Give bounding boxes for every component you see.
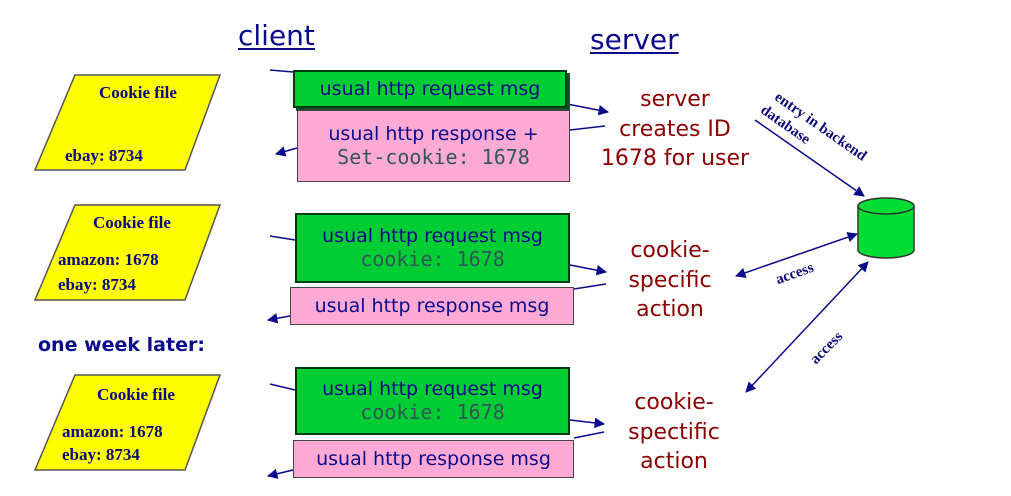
request-arrow-3: [569, 417, 606, 429]
response-box-1-line2: Set-cookie: 1678: [337, 145, 530, 170]
one-week-later-label: one week later:: [38, 334, 205, 356]
response-arrow-3: [266, 468, 294, 479]
response-line-1-in: [569, 125, 606, 131]
request-box-3-line2: cookie: 1678: [360, 400, 505, 425]
response-box-1: usual http response + Set-cookie: 1678: [297, 110, 570, 182]
cookie-file-shape-1: [33, 74, 222, 171]
response-line-3-in: [573, 431, 605, 439]
request-box-1-line1: usual http request msg: [319, 77, 541, 100]
server-action-3-line2: spectific: [628, 419, 720, 445]
database-cylinder-icon: [857, 197, 915, 259]
cookie-file-shape-3: [33, 374, 222, 471]
server-action-1-line1: server: [640, 87, 710, 112]
request-box-2: usual http request msg cookie: 1678: [295, 213, 570, 283]
request-box-1: usual http request msg: [293, 70, 567, 108]
client-header: client: [238, 19, 315, 52]
response-box-1-line1: usual http response +: [328, 122, 539, 145]
cookie-file-3-entry-2: ebay: 8734: [62, 445, 140, 464]
cookie-file-1-title: Cookie file: [99, 83, 177, 102]
cookie-file-2-entry-1: amazon: 1678: [58, 250, 159, 269]
cookie-file-2-entry-2: ebay: 8734: [58, 275, 136, 294]
cookie-file-3-title: Cookie file: [97, 385, 175, 404]
cookie-file-shape-2: [33, 204, 222, 301]
server-action-2-line2: specific: [628, 267, 712, 293]
server-action-2-line3: action: [636, 297, 704, 323]
response-box-2: usual http response msg: [290, 287, 574, 325]
server-action-2: cookie- specific action: [610, 236, 730, 325]
server-action-2-line1: cookie-: [630, 238, 710, 263]
server-action-1-line3: 1678 for user: [600, 146, 750, 172]
request-box-2-line1: usual http request msg: [322, 224, 543, 247]
db-access-arrow-2: [745, 261, 869, 393]
cookie-file-3-entry-1: amazon: 1678: [62, 422, 163, 441]
request-box-3: usual http request msg cookie: 1678: [295, 367, 570, 435]
request-line-3-in: [269, 383, 296, 391]
cookie-file-1-entry: ebay: 8734: [65, 146, 143, 165]
db-entry-arrow: [754, 119, 865, 197]
server-action-3-line3: action: [640, 449, 708, 475]
server-action-3-line1: cookie-: [634, 390, 714, 415]
request-line-1-in: [269, 69, 294, 73]
response-arrow-2: [266, 313, 291, 324]
response-arrow-1: [274, 146, 298, 157]
cookie-file-2-title: Cookie file: [93, 213, 171, 232]
response-box-3: usual http response msg: [293, 440, 574, 478]
server-action-1-line2: creates ID: [619, 116, 731, 142]
server-action-1: server creates ID 1678 for user: [590, 85, 760, 174]
request-box-3-line1: usual http request msg: [322, 377, 543, 400]
request-line-2-in: [269, 235, 296, 241]
request-box-2-line2: cookie: 1678: [360, 247, 505, 272]
response-line-2-in: [573, 283, 607, 290]
response-box-3-line1: usual http response msg: [316, 447, 551, 470]
response-box-2-line1: usual http response msg: [314, 294, 550, 317]
request-arrow-1: [566, 103, 610, 116]
server-action-3: cookie- spectific action: [612, 388, 736, 477]
request-arrow-2: [569, 264, 608, 276]
server-header: server: [590, 23, 679, 56]
